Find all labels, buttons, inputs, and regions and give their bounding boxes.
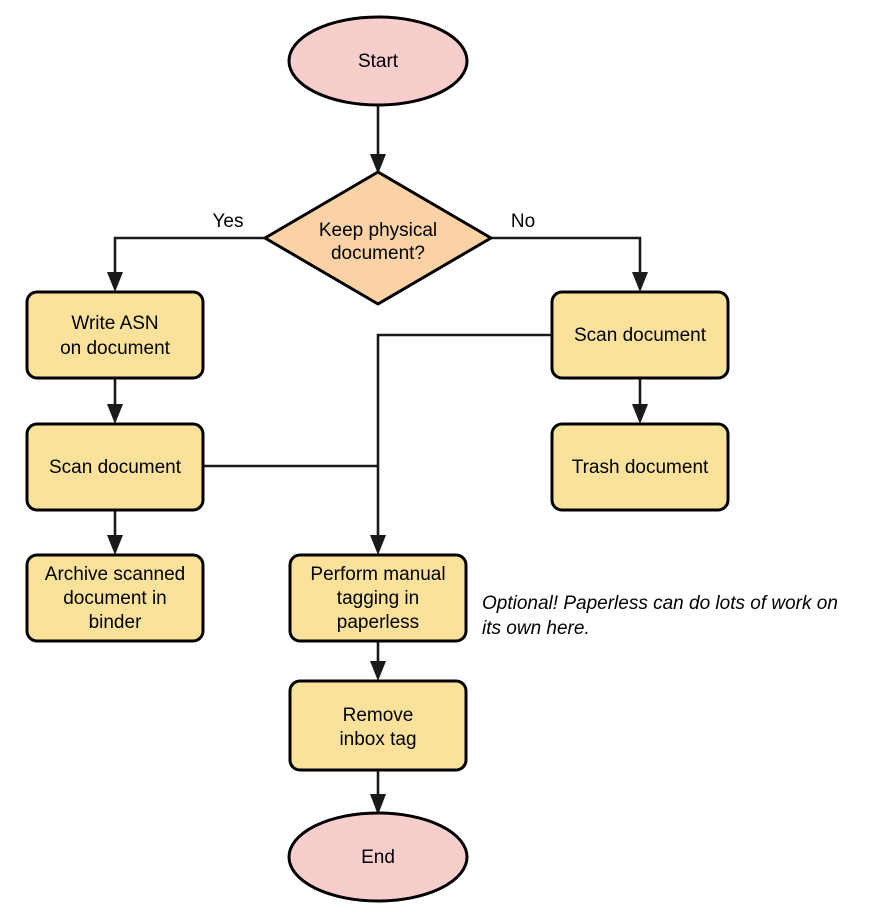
edge-decision-no-to-scan-right	[491, 236, 648, 292]
node-remove-inbox-tag[interactable]: Remove inbox tag	[288, 679, 468, 772]
arrowhead-icon	[632, 272, 648, 292]
write-asn-box[interactable]	[25, 290, 205, 380]
edge-tagging-to-remove-inbox	[370, 641, 386, 681]
edge-scan-right-to-tagging	[370, 333, 552, 555]
edge-scan-right-to-trash	[632, 378, 648, 424]
arrowhead-icon	[107, 535, 123, 555]
node-write-asn-label-line1: Write ASN	[71, 313, 158, 334]
edge-write-asn-to-scan-left	[107, 378, 123, 424]
node-end-label: End	[361, 847, 395, 868]
node-archive-label-line1: Archive scanned	[45, 564, 185, 585]
node-write-asn-label-line2: on document	[60, 338, 171, 359]
node-end[interactable]: End	[287, 811, 469, 903]
node-manual-tagging[interactable]: Perform manual tagging in paperless	[288, 553, 468, 643]
node-scan-document-right[interactable]: Scan document	[550, 290, 730, 380]
arrowhead-icon	[370, 154, 386, 174]
node-manual-tagging-label-line2: tagging in	[337, 588, 419, 609]
arrowhead-icon	[370, 661, 386, 681]
annotation-line-1: Optional! Paperless can do lots of work …	[482, 593, 838, 614]
node-archive-label-line3: binder	[89, 612, 142, 633]
node-manual-tagging-label-line3: paperless	[337, 612, 419, 633]
node-start-label: Start	[358, 51, 399, 72]
edge-label-yes: Yes	[213, 211, 244, 232]
start-ellipse[interactable]	[287, 15, 469, 107]
node-remove-inbox-label-line1: Remove	[343, 705, 414, 726]
annotation-note: Optional! Paperless can do lots of work …	[482, 593, 838, 639]
edge-start-to-decision	[370, 104, 386, 174]
node-start[interactable]: Start	[287, 15, 469, 107]
end-ellipse[interactable]	[287, 811, 469, 903]
arrowhead-icon	[107, 404, 123, 424]
remove-inbox-tag-box[interactable]	[288, 679, 468, 772]
node-trash-document[interactable]: Trash document	[550, 422, 730, 512]
node-manual-tagging-label-line1: Perform manual	[310, 564, 445, 585]
node-archive-label-line2: document in	[63, 588, 167, 609]
node-scan-document-right-label: Scan document	[574, 325, 707, 346]
arrowhead-icon	[370, 535, 386, 555]
edge-line	[491, 236, 642, 278]
trash-document-box[interactable]	[550, 422, 730, 512]
node-remove-inbox-label-line2: inbox tag	[339, 729, 416, 750]
scan-document-right-box[interactable]	[550, 290, 730, 380]
node-scan-document-left-label: Scan document	[49, 457, 182, 478]
node-archive-in-binder[interactable]: Archive scanned document in binder	[25, 553, 205, 643]
arrowhead-icon	[370, 794, 386, 815]
edge-line	[376, 333, 552, 541]
archive-box[interactable]	[25, 553, 205, 643]
node-write-asn[interactable]: Write ASN on document	[25, 290, 205, 380]
scan-document-left-box[interactable]	[25, 422, 205, 512]
edge-decision-yes-to-write-asn	[107, 236, 265, 292]
manual-tagging-box[interactable]	[288, 553, 468, 643]
decision-diamond[interactable]	[263, 170, 493, 306]
node-decision-label-line2: document?	[331, 243, 425, 264]
arrowhead-icon	[632, 404, 648, 424]
edge-remove-inbox-to-end	[370, 770, 386, 815]
node-decision-keep-physical-document[interactable]: Keep physical document?	[263, 170, 493, 306]
node-trash-document-label: Trash document	[572, 457, 709, 478]
arrowhead-icon	[107, 272, 123, 292]
node-decision-label-line1: Keep physical	[319, 220, 437, 241]
edge-line	[113, 236, 265, 278]
node-scan-document-left[interactable]: Scan document	[25, 422, 205, 512]
edge-label-no: No	[511, 211, 535, 232]
annotation-line-2: its own here.	[482, 618, 590, 639]
edge-scan-left-to-archive	[107, 510, 123, 555]
